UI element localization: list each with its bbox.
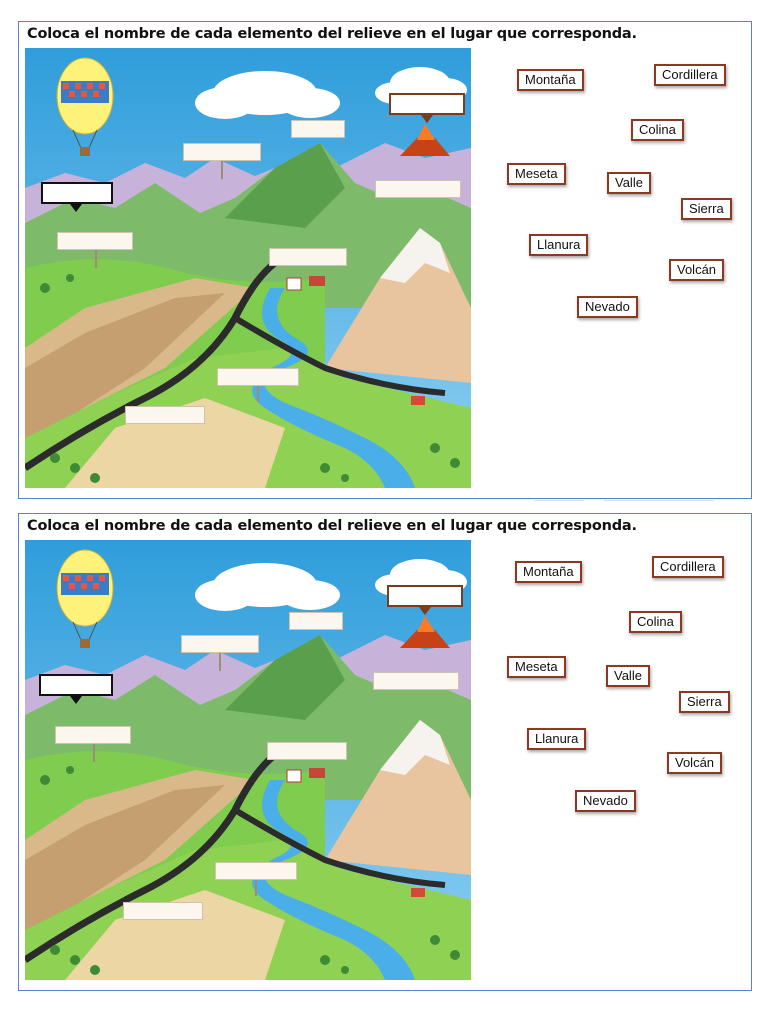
plain xyxy=(65,398,285,488)
sign-post xyxy=(257,386,259,402)
drop-slot-llanura[interactable] xyxy=(125,406,205,424)
hot-air-balloon-icon xyxy=(56,549,114,648)
word-tile-montana[interactable]: Montaña xyxy=(515,561,582,583)
river-icon xyxy=(252,288,415,488)
sign-post xyxy=(219,653,221,671)
drop-slot-valle[interactable] xyxy=(267,742,347,760)
slot-pointer xyxy=(419,607,431,615)
house-icon xyxy=(286,769,302,783)
word-tile-montana[interactable]: Montaña xyxy=(517,69,584,91)
drop-slot-balloon[interactable] xyxy=(41,182,113,204)
word-tile-volcan[interactable]: Volcán xyxy=(669,259,725,281)
word-tile-llanura[interactable]: Llanura xyxy=(529,234,589,256)
road-icon xyxy=(23,260,278,471)
word-tile-meseta[interactable]: Meseta xyxy=(507,163,566,185)
word-tile-nevado[interactable]: Nevado xyxy=(575,790,636,812)
word-tile-valle[interactable]: Valle xyxy=(606,665,650,687)
drop-slot-cordillera[interactable] xyxy=(375,180,461,198)
word-tile-nevado[interactable]: Nevado xyxy=(577,296,638,318)
sign-post xyxy=(95,250,97,268)
instruction-title: Coloca el nombre de cada elemento del re… xyxy=(27,518,637,534)
plain xyxy=(65,890,285,980)
drop-slot-sierra[interactable] xyxy=(183,143,261,161)
river-icon xyxy=(252,780,415,980)
house-icon xyxy=(286,277,302,291)
worksheet-card-1: Coloca el nombre de cada elemento del re… xyxy=(18,21,752,501)
drop-slot-colina[interactable] xyxy=(215,862,297,880)
drop-slot-peak[interactable] xyxy=(289,612,343,630)
landscape-illustration xyxy=(23,48,471,488)
word-tile-valle[interactable]: Valle xyxy=(607,172,651,194)
divider xyxy=(534,500,584,501)
drop-slot-volcano[interactable] xyxy=(389,93,465,115)
word-tile-cordillera[interactable]: Cordillera xyxy=(654,64,726,86)
word-tile-sierra[interactable]: Sierra xyxy=(681,198,732,220)
sign-post xyxy=(93,744,95,762)
truck-icon xyxy=(411,396,425,405)
word-tile-colina[interactable]: Colina xyxy=(631,119,684,141)
drop-slot-cordillera[interactable] xyxy=(373,672,459,690)
road-icon xyxy=(23,752,278,963)
drop-slot-meseta[interactable] xyxy=(57,232,133,250)
word-tile-volcan[interactable]: Volcán xyxy=(667,752,723,774)
volcano-icon xyxy=(400,630,450,648)
slot-pointer xyxy=(70,204,82,212)
instruction-title: Coloca el nombre de cada elemento del re… xyxy=(27,26,637,42)
sign-post xyxy=(255,880,257,896)
slot-pointer xyxy=(70,696,82,704)
drop-slot-valle[interactable] xyxy=(269,248,347,266)
drop-slot-peak[interactable] xyxy=(291,120,345,138)
drop-slot-colina[interactable] xyxy=(217,368,299,386)
drop-slot-meseta[interactable] xyxy=(55,726,131,744)
word-tile-llanura[interactable]: Llanura xyxy=(527,728,587,750)
divider xyxy=(604,500,714,501)
hot-air-balloon-icon xyxy=(56,57,114,156)
word-tile-colina[interactable]: Colina xyxy=(629,611,682,633)
scene-container xyxy=(23,48,471,488)
drop-slot-llanura[interactable] xyxy=(123,902,203,920)
drop-slot-balloon[interactable] xyxy=(39,674,113,696)
word-tile-sierra[interactable]: Sierra xyxy=(679,691,730,713)
scene-container xyxy=(23,540,471,980)
landscape-illustration xyxy=(23,540,471,980)
worksheet-card-2: Coloca el nombre de cada elemento del re… xyxy=(18,513,752,991)
word-tile-meseta[interactable]: Meseta xyxy=(507,656,566,678)
slot-pointer xyxy=(421,115,433,123)
drop-slot-volcano[interactable] xyxy=(387,585,463,607)
drop-slot-sierra[interactable] xyxy=(181,635,259,653)
word-tile-cordillera[interactable]: Cordillera xyxy=(652,556,724,578)
volcano-icon xyxy=(400,138,450,156)
sign-post xyxy=(221,161,223,179)
truck-icon xyxy=(411,888,425,897)
